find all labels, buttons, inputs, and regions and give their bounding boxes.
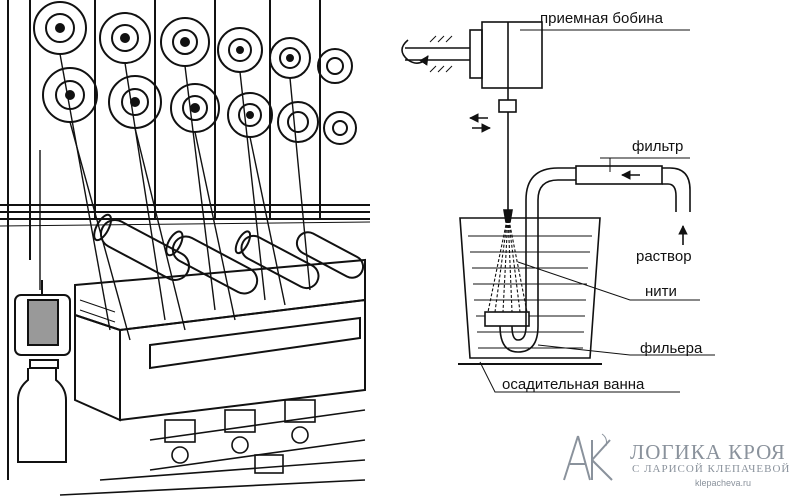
spinning-tubes — [93, 213, 365, 295]
label-spinneret: фильера — [640, 340, 703, 357]
filter — [575, 165, 663, 185]
bobbin-row-bottom — [42, 67, 357, 145]
logo-mark-icon — [563, 433, 613, 481]
machine-bath-trough — [74, 258, 366, 422]
label-solution: раствор — [636, 248, 692, 265]
take-up-bobbin — [469, 21, 543, 89]
filaments — [487, 214, 528, 313]
label-filaments: нити — [645, 283, 677, 300]
label-filter: фильтр — [632, 138, 684, 155]
label-take-up-bobbin: приемная бобина — [540, 10, 663, 27]
spinning-machine-illustration — [0, 0, 370, 496]
label-coagulation-bath: осадительная ванна — [502, 376, 645, 393]
logo-subtitle: С ЛАРИСОЙ КЛЕПАЧЕВОЙ — [632, 463, 791, 475]
logo-site: klepacheva.ru — [695, 478, 752, 488]
lower-mechanisms — [59, 399, 366, 496]
wet-spinning-schematic — [401, 21, 715, 393]
thread-guide — [498, 99, 517, 113]
supply-pipe — [499, 179, 576, 353]
spinneret — [484, 311, 530, 327]
logo-title: ЛОГИКА КРОЯ — [630, 440, 786, 464]
solution-flask — [14, 280, 71, 463]
coagulation-bath — [458, 217, 602, 365]
